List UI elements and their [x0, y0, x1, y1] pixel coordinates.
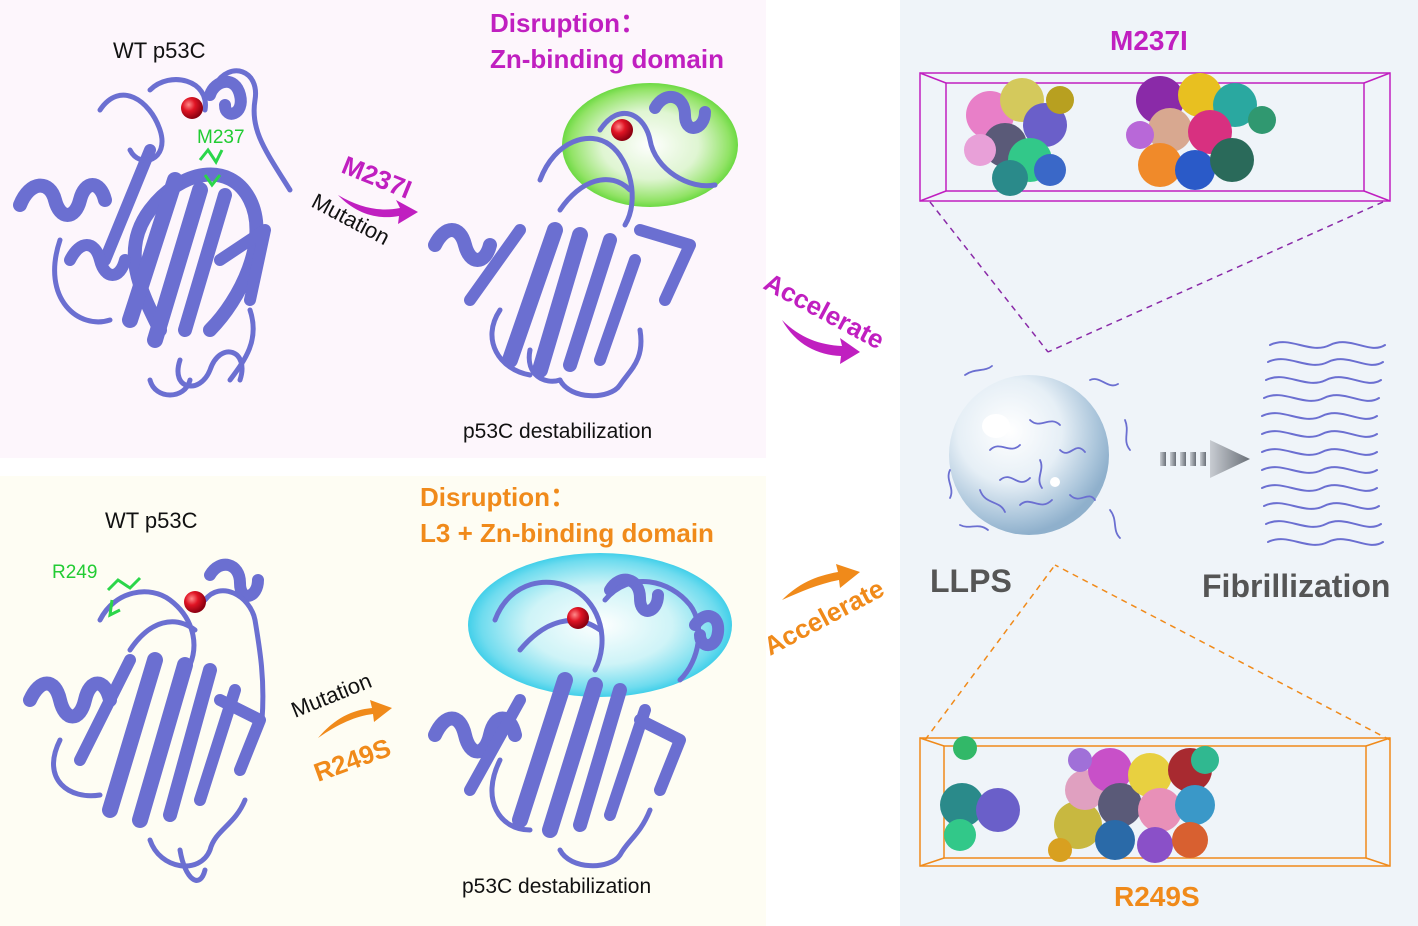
bottom-mutation-curved-arrow-icon — [318, 700, 392, 738]
top-molecular-cluster-icon — [964, 73, 1276, 196]
bottom-molecular-cluster-icon — [940, 736, 1219, 863]
bottom-wt-zinc-ion-icon — [184, 591, 206, 613]
droplet-highlight-small — [1050, 477, 1060, 487]
top-mutation-curved-arrow-icon — [338, 195, 418, 224]
top-destabilized-protein-ribbon-icon — [428, 91, 718, 399]
bottom-wt-protein-ribbon-icon — [23, 558, 266, 883]
bottom-residue-label: R249 — [52, 562, 97, 583]
top-wt-label: WT p53C — [113, 38, 206, 63]
top-residue-label: M237 — [197, 127, 245, 148]
top-accelerate-label: Accelerate — [759, 267, 889, 355]
bottom-connector-left — [924, 564, 1056, 741]
bottom-destabilized-zinc-ion-icon — [567, 607, 589, 629]
top-wt-protein-ribbon-icon — [13, 68, 293, 398]
top-accelerate-curved-arrow-icon — [782, 320, 860, 364]
bottom-box-label: R249S — [1114, 881, 1200, 912]
bottom-disruption-region: L3 + Zn-binding domain — [420, 518, 714, 548]
top-connector-left — [929, 201, 1049, 353]
top-box-label: M237I — [1110, 25, 1188, 56]
bottom-accelerate-curved-arrow-icon — [782, 564, 860, 600]
bottom-wt-label: WT p53C — [105, 508, 198, 533]
bottom-r249-sidechain-icon — [106, 576, 142, 618]
top-result-label: p53C destabilization — [463, 420, 652, 443]
bottom-accelerate-label: Accelerate — [759, 573, 889, 661]
dashed-arrow-icon — [1160, 440, 1250, 478]
bottom-connector-right — [1054, 564, 1391, 741]
llps-label: LLPS — [930, 563, 1012, 599]
top-wt-zinc-ion-icon — [181, 97, 203, 119]
droplet-icon — [949, 375, 1109, 535]
fibril-icon — [1261, 341, 1386, 546]
top-m237-sidechain-icon — [198, 147, 224, 188]
bottom-destabilized-protein-ribbon-icon — [428, 573, 725, 869]
bottom-result-label: p53C destabilization — [462, 875, 651, 898]
top-disruption-region: Zn-binding domain — [490, 44, 724, 74]
fibril-label: Fibrillization — [1202, 568, 1390, 604]
top-destabilized-zinc-ion-icon — [611, 119, 633, 141]
bottom-disruption-title: Disruption： — [420, 482, 576, 512]
bottom-panel-background — [0, 476, 766, 926]
droplet-chains-icon — [947, 365, 1131, 539]
top-disruption-title: Disruption： — [490, 8, 646, 38]
droplet-highlight — [982, 414, 1010, 438]
